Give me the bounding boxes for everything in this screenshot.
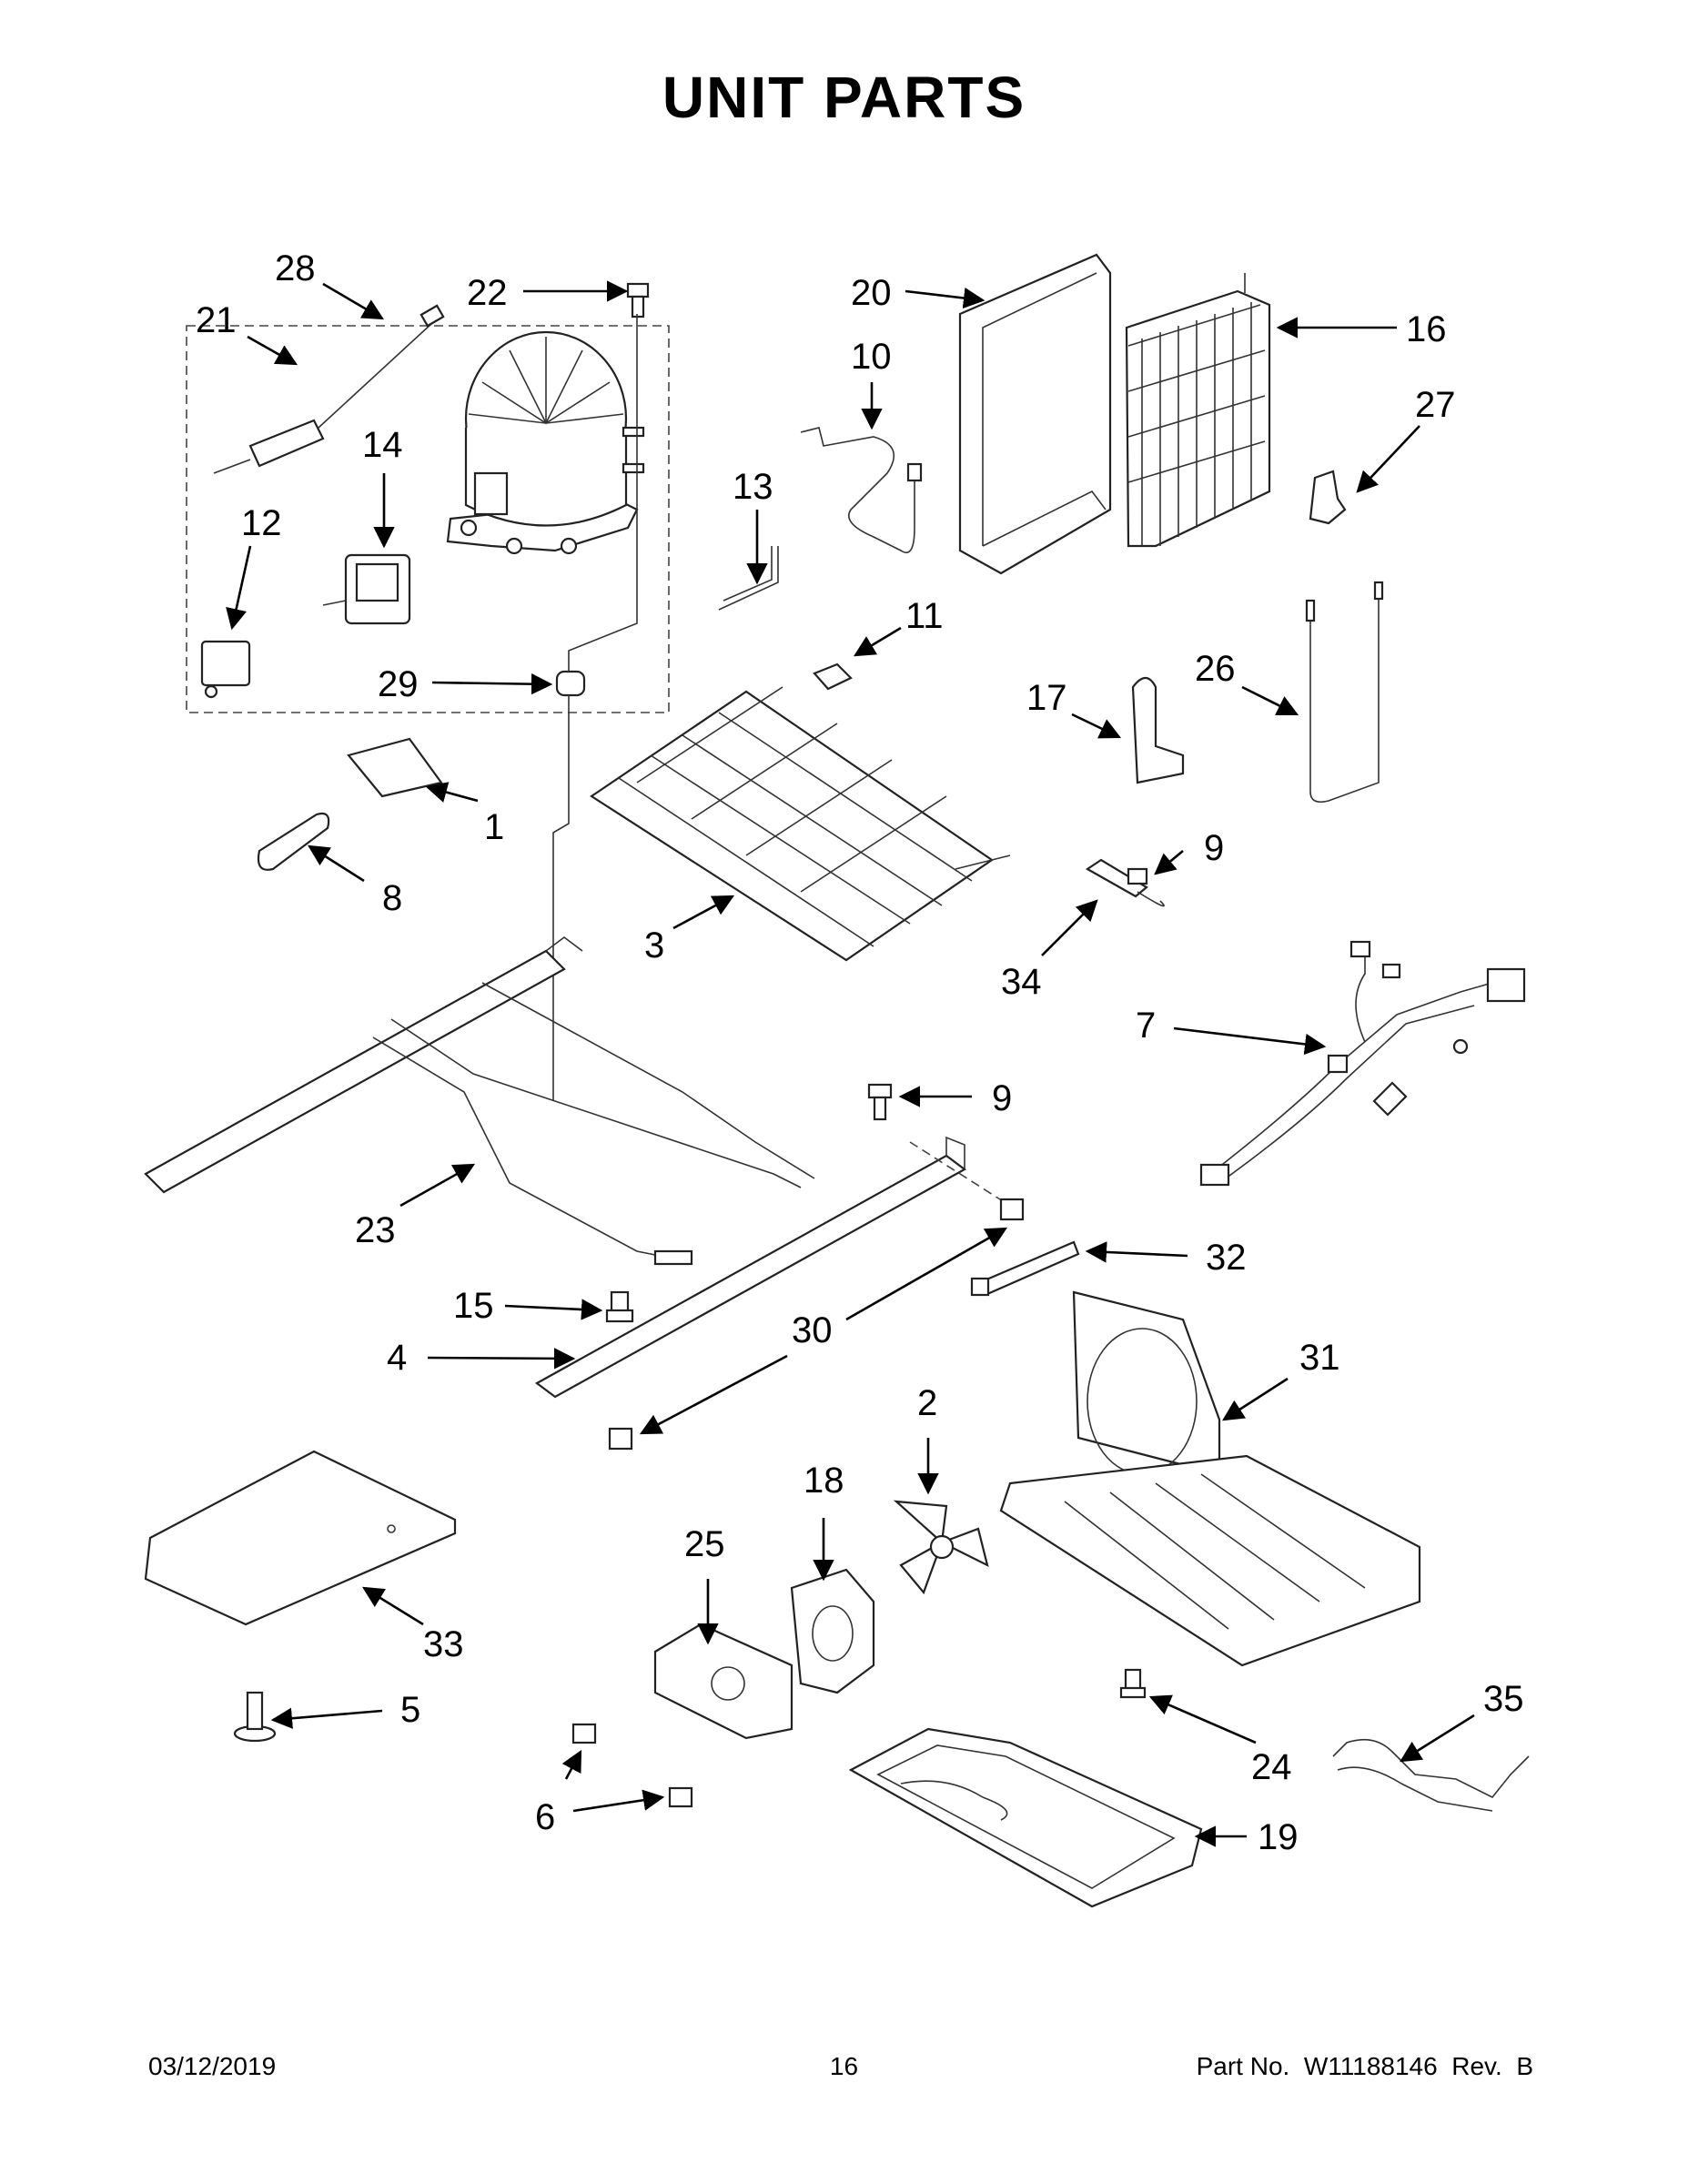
part-29-drawing bbox=[552, 314, 638, 1101]
callout-1: 1 bbox=[484, 807, 504, 847]
part-24-drawing bbox=[1119, 1668, 1147, 1699]
part-4-drawing bbox=[534, 1136, 1011, 1399]
callout-14: 14 bbox=[362, 425, 403, 465]
part-11-drawing bbox=[813, 662, 853, 691]
footer-date: 03/12/2019 bbox=[148, 2052, 277, 2080]
part-16-drawing bbox=[1125, 273, 1271, 548]
callout-10: 10 bbox=[851, 337, 892, 377]
callout-5: 5 bbox=[400, 1690, 420, 1730]
callout-16: 16 bbox=[1406, 309, 1447, 349]
leader-arrows bbox=[226, 280, 1475, 1847]
part-31-drawing bbox=[999, 1290, 1421, 1667]
callout-6: 6 bbox=[535, 1797, 555, 1837]
callout-4: 4 bbox=[387, 1338, 407, 1378]
part-14-drawing bbox=[322, 553, 411, 625]
part-9a-drawing bbox=[1127, 867, 1148, 885]
part-22-drawing bbox=[626, 282, 650, 318]
callout-12: 12 bbox=[241, 503, 282, 543]
callout-35: 35 bbox=[1483, 1679, 1524, 1719]
part-10-drawing bbox=[800, 427, 923, 553]
callout-30: 30 bbox=[792, 1310, 833, 1350]
page-title: UNIT PARTS bbox=[662, 65, 1026, 130]
part-21-drawing bbox=[213, 304, 445, 474]
callout-24: 24 bbox=[1251, 1747, 1292, 1787]
part-5-drawing bbox=[233, 1691, 277, 1743]
callout-9a: 9 bbox=[1204, 828, 1224, 868]
callout-23: 23 bbox=[355, 1210, 396, 1250]
part-34-drawing bbox=[1085, 858, 1165, 907]
part-30-drawing bbox=[608, 1198, 1025, 1451]
part-18-drawing bbox=[790, 1568, 875, 1694]
part-19-drawing bbox=[848, 1727, 1203, 1908]
callout-labels: 28 22 21 14 12 29 20 10 16 27 13 11 17 2… bbox=[196, 248, 1524, 1857]
part-13-drawing bbox=[718, 546, 779, 611]
callout-29: 29 bbox=[378, 664, 419, 704]
part-8-drawing bbox=[257, 812, 330, 871]
callout-7: 7 bbox=[1136, 1006, 1156, 1046]
callout-21: 21 bbox=[196, 300, 237, 340]
callout-9b: 9 bbox=[992, 1078, 1012, 1118]
callout-33: 33 bbox=[423, 1624, 464, 1664]
part-9b-drawing bbox=[867, 1083, 893, 1121]
callout-28: 28 bbox=[275, 248, 316, 288]
part-7-drawing bbox=[1199, 940, 1526, 1187]
part-35-drawing bbox=[1332, 1738, 1530, 1812]
callout-26: 26 bbox=[1195, 649, 1236, 689]
callout-34: 34 bbox=[1001, 962, 1042, 1002]
part-2-drawing bbox=[893, 1500, 989, 1595]
callout-3: 3 bbox=[644, 925, 664, 966]
callout-25: 25 bbox=[684, 1524, 725, 1564]
callout-15: 15 bbox=[453, 1286, 494, 1326]
callout-31: 31 bbox=[1299, 1338, 1340, 1378]
callout-19: 19 bbox=[1258, 1817, 1299, 1857]
part-17-drawing bbox=[1131, 676, 1185, 784]
part-23-drawing bbox=[144, 936, 815, 1266]
part-32-drawing bbox=[970, 1240, 1080, 1297]
part-27-drawing bbox=[1309, 470, 1347, 525]
callout-17: 17 bbox=[1026, 678, 1067, 718]
part-26-drawing bbox=[1305, 581, 1384, 804]
part-12-drawing bbox=[200, 640, 251, 699]
callout-32: 32 bbox=[1206, 1238, 1247, 1278]
part-1-drawing bbox=[347, 737, 443, 798]
part-3-drawing bbox=[590, 686, 1011, 962]
part-6-drawing bbox=[571, 1723, 693, 1808]
callout-11: 11 bbox=[905, 596, 944, 636]
part-25-drawing bbox=[653, 1623, 793, 1740]
part-compressor-drawing bbox=[446, 330, 645, 555]
part-20-drawing bbox=[958, 253, 1112, 575]
callout-2: 2 bbox=[917, 1383, 937, 1423]
callout-27: 27 bbox=[1415, 385, 1456, 425]
footer-part-number: Part No. W11188146 Rev. B bbox=[1196, 2052, 1533, 2080]
part-15-drawing bbox=[605, 1290, 634, 1323]
callout-18: 18 bbox=[804, 1461, 844, 1501]
callout-20: 20 bbox=[851, 273, 892, 313]
callout-22: 22 bbox=[467, 273, 508, 313]
callout-13: 13 bbox=[733, 467, 773, 507]
part-33-drawing bbox=[144, 1450, 457, 1626]
footer-page-number: 16 bbox=[829, 2052, 859, 2080]
callout-8: 8 bbox=[382, 878, 402, 918]
